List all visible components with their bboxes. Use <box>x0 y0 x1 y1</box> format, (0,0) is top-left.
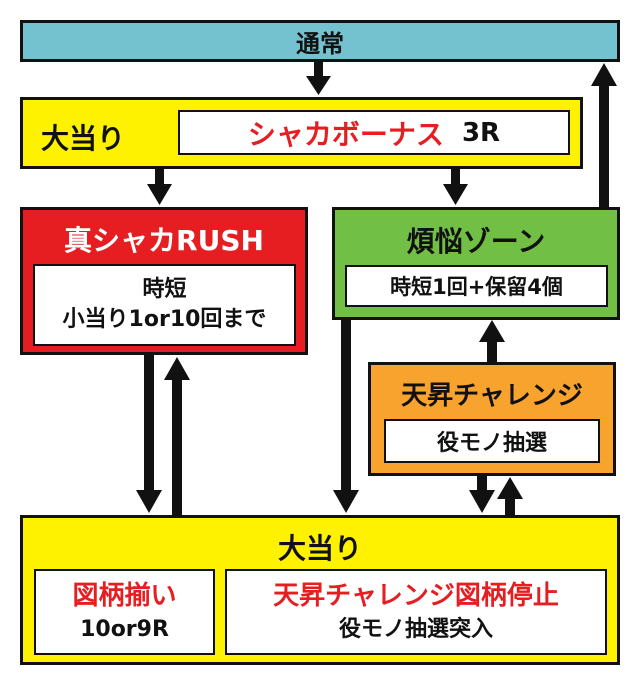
bonno-zone-detail-panel: 時短1回+保留4個 <box>345 265 608 307</box>
normal-state-label: 通常 <box>296 29 344 58</box>
arrow-jackpot-to-rush-up <box>164 357 190 515</box>
shinshaka-rush-detail-line1: 時短 <box>142 277 187 302</box>
bottom-left-title: 図柄揃い <box>72 581 177 611</box>
jackpot-bottom-label: 大当り <box>277 532 362 565</box>
bottom-right-panel: 天昇チャレンジ図柄停止 役モノ抽選突入 <box>225 569 607 655</box>
tensho-challenge-box: 天昇チャレンジ 役モノ抽選 <box>368 362 616 476</box>
shinshaka-rush-box: 真シャカRUSH 時短 小当り1or10回まで <box>20 207 308 355</box>
arrow-challenge-to-jackpot <box>469 476 495 513</box>
jackpot-top-box: 大当り シャカボーナス 3R <box>20 97 583 169</box>
tensho-challenge-detail: 役モノ抽選 <box>436 431 547 456</box>
arrow-normal-to-jackpot <box>306 62 331 95</box>
arrow-jackpot-to-bonno <box>443 169 468 205</box>
bottom-left-detail: 10or9R <box>80 617 169 642</box>
bonno-zone-detail: 時短1回+保留4個 <box>390 275 563 299</box>
shinshaka-rush-title: 真シャカRUSH <box>64 224 264 257</box>
bonus-rounds: 3R <box>461 117 501 148</box>
tensho-challenge-title: 天昇チャレンジ <box>401 381 583 411</box>
shinshaka-rush-detail-panel: 時短 小当り1or10回まで <box>33 264 296 346</box>
bonno-zone-box: 煩悩ゾーン 時短1回+保留4個 <box>332 207 620 320</box>
arrow-jackpot-to-rush <box>147 169 172 205</box>
arrow-rush-to-jackpot <box>136 355 162 513</box>
normal-state-box: 通常 <box>20 20 620 62</box>
arrow-bonno-to-jackpot <box>333 320 359 513</box>
bottom-right-title: 天昇チャレンジ図柄停止 <box>273 581 559 611</box>
bonno-zone-title: 煩悩ゾーン <box>406 225 546 258</box>
bottom-right-detail: 役モノ抽選突入 <box>338 617 493 642</box>
bonus-panel: シャカボーナス 3R <box>178 110 570 155</box>
arrow-bonno-to-normal <box>591 63 617 207</box>
shinshaka-rush-detail-line2: 小当り1or10回まで <box>62 307 267 332</box>
jackpot-bottom-box: 大当り 図柄揃い 10or9R 天昇チャレンジ図柄停止 役モノ抽選突入 <box>20 515 620 665</box>
jackpot-top-label: 大当り <box>41 122 126 155</box>
bottom-left-panel: 図柄揃い 10or9R <box>34 569 215 655</box>
arrow-jackpot-to-challenge <box>497 477 523 515</box>
tensho-challenge-detail-panel: 役モノ抽選 <box>384 419 600 463</box>
arrow-challenge-to-bonno <box>479 320 505 362</box>
bonus-name: シャカボーナス <box>247 117 444 151</box>
